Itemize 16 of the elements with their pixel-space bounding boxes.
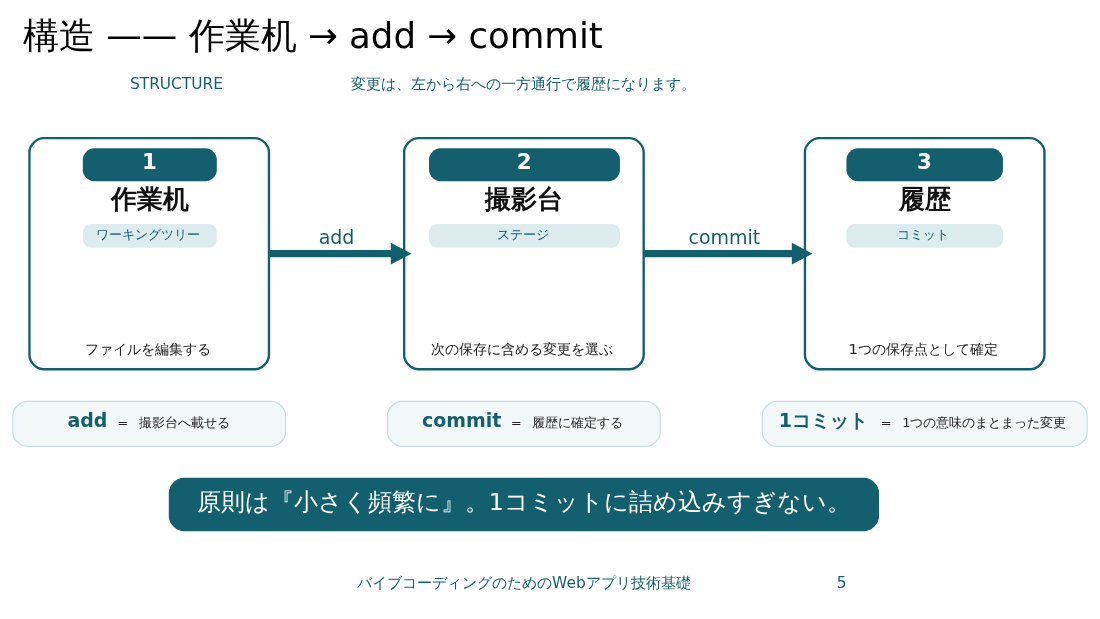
label: バイブコーディングのためのWebアプリ技術基礎 (357, 573, 691, 592)
label: 変更は、左から右への一方通行で履歴になります。 (351, 74, 697, 93)
node-box: commit = 履歴に確定する (386, 400, 661, 447)
edge-label: add (318, 225, 355, 248)
node-box: 1 作業机 ワーキングツリー ファイルを編集する (28, 136, 271, 370)
label: 5 (836, 573, 847, 592)
label: STRUCTURE (129, 74, 224, 93)
node-box: 1コミット = 1つの意味のまとまった変更 (761, 400, 1088, 447)
arrow (269, 242, 412, 265)
node-box: 原則は『小さく頻繁に』。1コミットに詰め込みすぎない。 (168, 477, 880, 531)
arrow (644, 242, 813, 265)
edge-label: commit (688, 225, 761, 248)
node-box: 3 履歴 コミット 1つの保存点として確定 (803, 136, 1046, 370)
node-box: 2 撮影台 ステージ 次の保存に含める変更を選ぶ (402, 136, 645, 370)
diagram-title: 構造 —— 作業机 → add → commit (22, 14, 603, 56)
node-box: add = 撮影台へ載せる (12, 400, 287, 447)
